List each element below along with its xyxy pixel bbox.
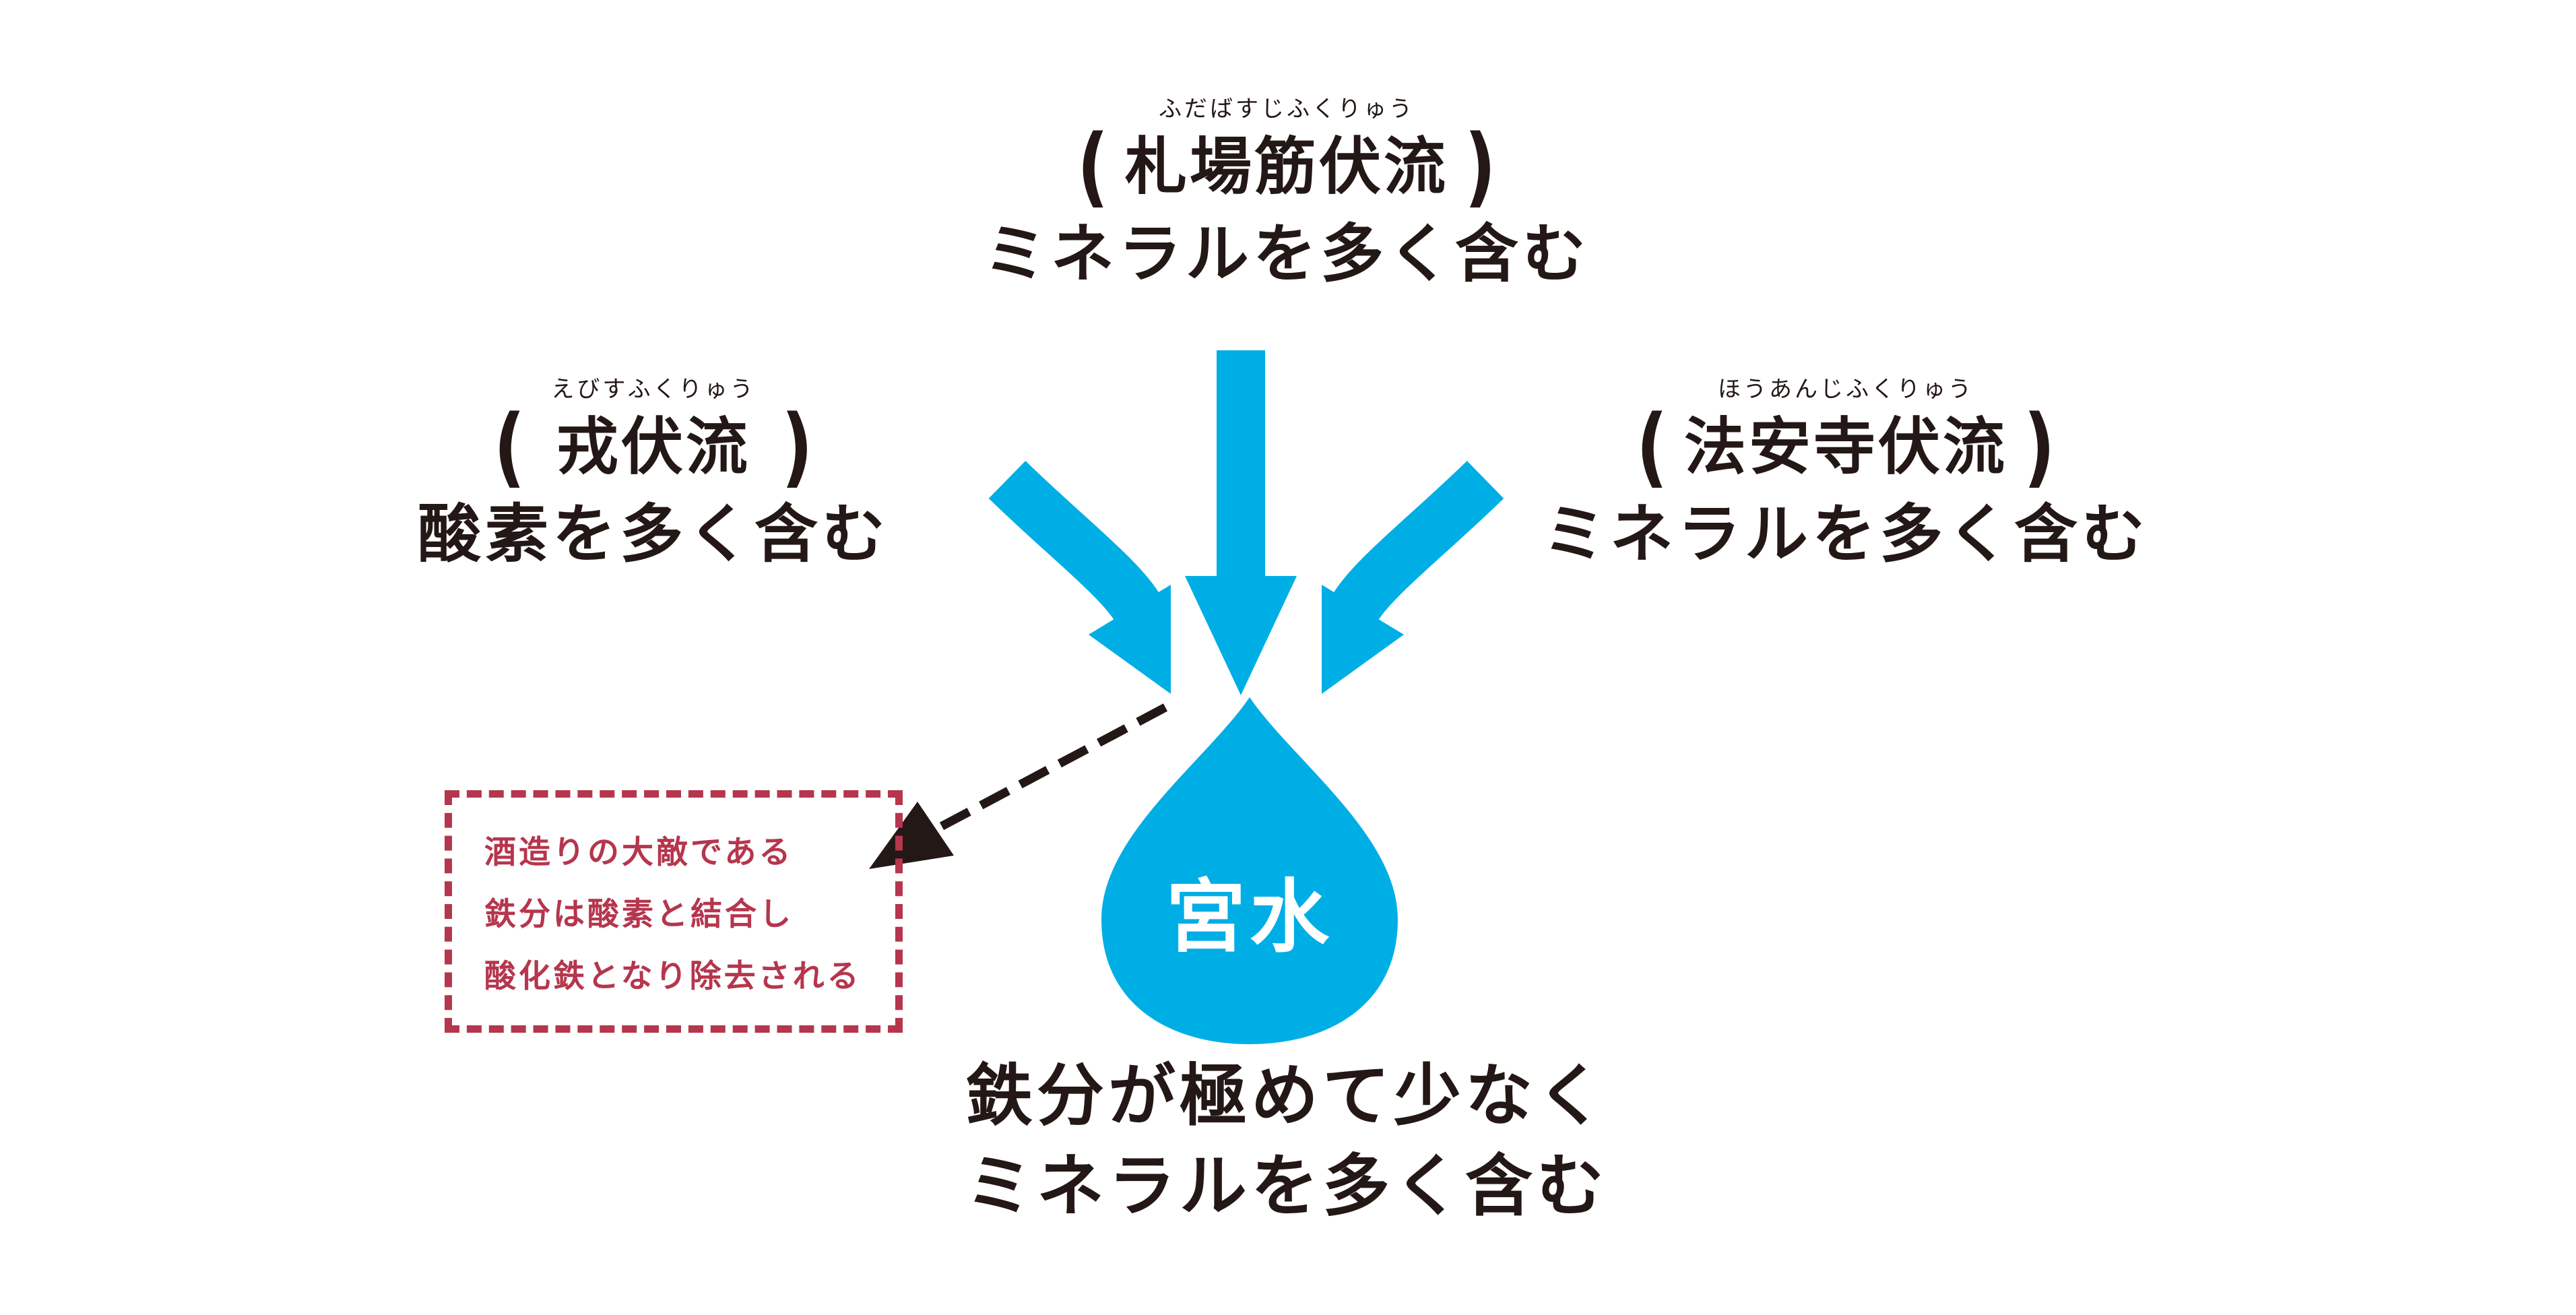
arrow-top xyxy=(1185,350,1297,695)
dashed-arrow-head xyxy=(869,802,954,869)
water-drop-icon xyxy=(1101,697,1398,1044)
arrow-left xyxy=(988,461,1171,694)
source-right-property: ミネラルを多く含む xyxy=(1542,498,2149,571)
note-box: 酒造りの大敵である 鉄分は酸素と結合し 酸化鉄となり除去される xyxy=(445,790,903,1033)
source-right: ほうあんじふくりゅう ( 法安寺伏流 ) ミネラルを多く含む xyxy=(1522,375,2169,575)
source-right-name-row: ( 法安寺伏流 ) xyxy=(1522,404,2169,490)
note-line-2: 鉄分は酸素と結合し xyxy=(484,896,794,933)
result-line-1: 鉄分が極めて少なく xyxy=(965,1056,1608,1135)
source-left-ruby: えびすふくりゅう xyxy=(551,376,756,403)
source-top-name-row: ( 札場筋伏流 ) xyxy=(896,124,1677,210)
note-line-3: 酸化鉄となり除去される xyxy=(484,958,862,995)
result-line-2: ミネラルを多く含む xyxy=(965,1147,1608,1225)
dashed-arrow-line xyxy=(937,703,1168,831)
close-paren: ) xyxy=(781,397,813,497)
open-paren: ( xyxy=(1636,397,1669,497)
source-left-name-row: ( 戎伏流 ) xyxy=(377,404,930,490)
arrow-right xyxy=(1322,461,1504,694)
source-left: えびすふくりゅう ( 戎伏流 ) 酸素を多く含む xyxy=(377,375,930,575)
note-line-1: 酒造りの大敵である xyxy=(484,834,794,871)
result-text: 鉄分が極めて少なく ミネラルを多く含む xyxy=(923,1051,1650,1231)
open-paren: ( xyxy=(494,397,526,497)
close-paren: ) xyxy=(2023,397,2055,497)
source-top-name: 札場筋伏流 xyxy=(1124,131,1448,203)
close-paren: ) xyxy=(1464,117,1496,217)
source-right-ruby: ほうあんじふくりゅう xyxy=(1718,376,1974,403)
water-drop-label: 宮水 xyxy=(1166,870,1333,963)
open-paren: ( xyxy=(1077,117,1109,217)
source-left-property: 酸素を多く含む xyxy=(417,498,889,571)
source-right-name: 法安寺伏流 xyxy=(1683,411,2007,483)
source-left-name: 戎伏流 xyxy=(556,411,750,483)
source-top-property: ミネラルを多く含む xyxy=(983,218,1590,291)
source-top: ふだばすじふくりゅう ( 札場筋伏流 ) ミネラルを多く含む xyxy=(896,94,1677,295)
source-top-ruby: ふだばすじふくりゅう xyxy=(1159,96,1415,123)
